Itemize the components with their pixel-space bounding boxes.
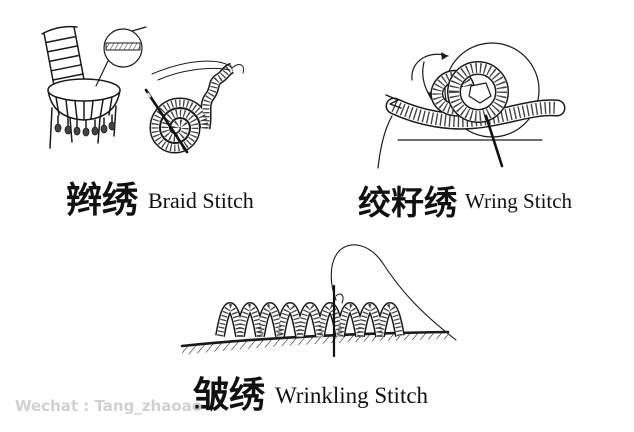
braid-coil-illustration — [152, 60, 245, 148]
braid-stitch-chinese-name: 辫绣 — [66, 179, 139, 221]
wrinkling-stitch-english-name: Wrinkling Stitch — [275, 383, 429, 408]
wrinkling-stitch-chinese-name: 皱绣 — [193, 374, 266, 416]
watermark: Wechat : Tang_zhaoao — [15, 397, 203, 415]
needle-icon — [144, 88, 189, 154]
detail-callout-circle — [95, 26, 147, 87]
wrinkle-stitch-illustration — [180, 244, 457, 355]
wring-stitch-chinese-name: 绞籽绣 — [358, 183, 457, 222]
wring-stitch-english-name: Wring Stitch — [465, 189, 573, 213]
chair-illustration — [41, 25, 121, 149]
braid-stitch-english-name: Braid Stitch — [148, 188, 254, 213]
wring-knot-illustration — [377, 42, 557, 169]
needle-icon — [484, 114, 504, 168]
